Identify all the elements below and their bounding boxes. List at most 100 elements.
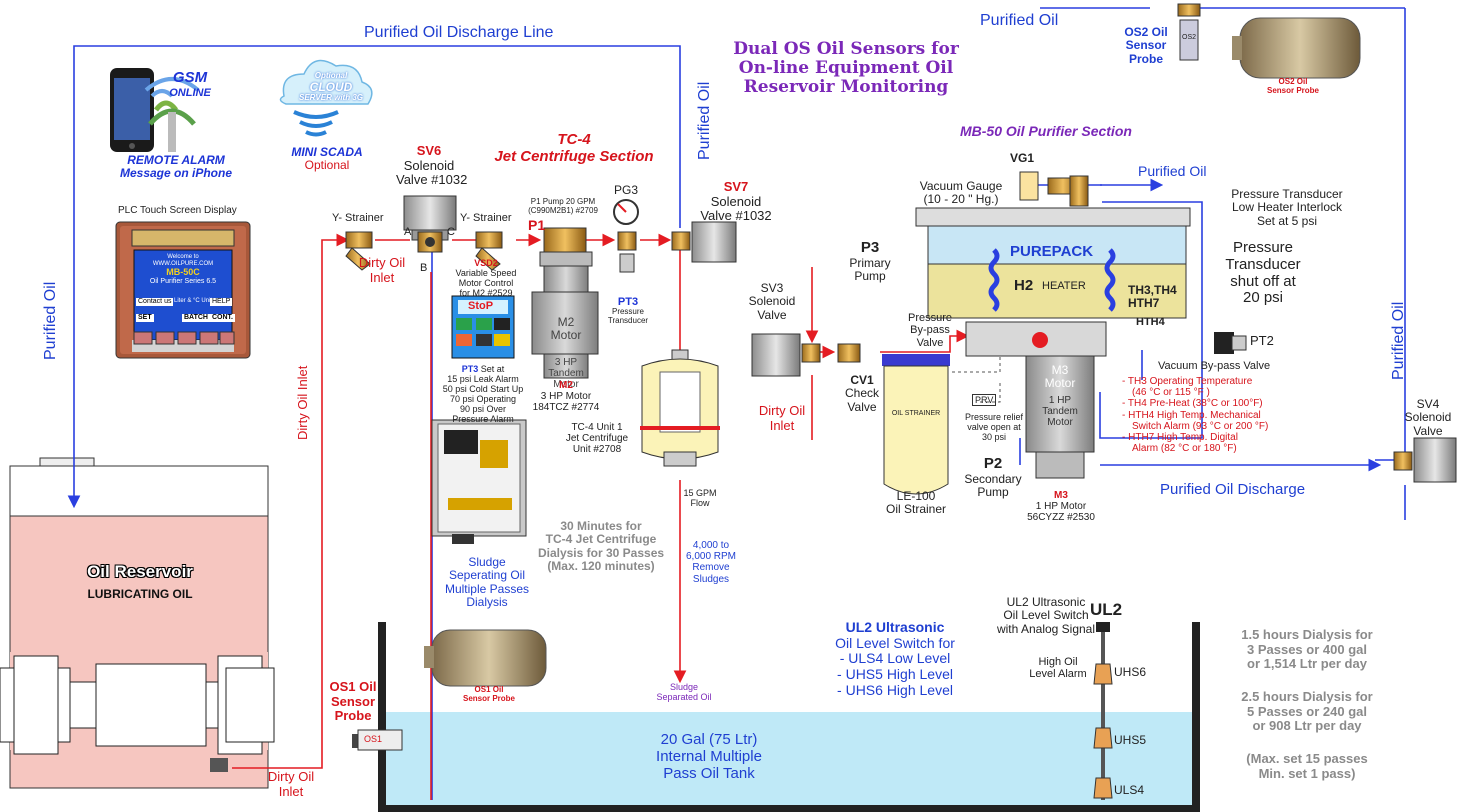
uls4-label: ULS4 [1114,783,1145,797]
vg1-tag: VG1 [1010,151,1035,165]
plc-contact-button[interactable]: Contact us [136,298,174,306]
pg3-tag: PG3 [614,183,639,197]
solenoid-valve-icon [403,195,457,253]
dirty-oil-inlet-vertical: Dirty Oil Inlet [295,365,310,440]
plc-touch-screen-icon [115,221,251,359]
purified-discharge-line-label: Purified Oil Discharge Line [364,24,554,41]
heater-label: HEATER [1042,280,1086,292]
sv6-port-b: B [420,262,428,274]
plc-liter-button[interactable]: Liter & °C Unit [174,298,213,304]
plc-set-button[interactable]: SET [136,314,154,322]
mini-scada-label: MINI SCADA Optional [291,145,363,173]
os2-probe-photo [1232,17,1361,79]
y-strainer-icon [345,231,503,271]
plc-batch-button[interactable]: BATCH [182,314,210,322]
strainer-body-label: OIL STRAINER [891,410,941,417]
vacuum-gauge-icon [1019,171,1089,207]
y-strainer-1-label: Y- Strainer [332,212,384,224]
oil-sensor-probe-icon [1177,3,1201,61]
vfd-large-icon [431,419,527,544]
stop-display: StoP [468,300,494,312]
pump-icon [531,227,599,379]
p1-pump-label: P1 Pump 20 GPM(C990M2B1) #2709 [528,197,598,215]
purified-oil-discharge-label: Purified Oil Discharge [1160,481,1306,498]
vfd-drive-icon [451,295,515,359]
sv6-port-c: C [447,226,455,238]
oil-strainer-icon [882,354,950,495]
pt2-icon [1214,332,1247,354]
plc-help-button[interactable]: HELP [210,298,233,306]
temperature-notes: - TH3 Operating Temperature(46 °C or 115… [1122,376,1269,455]
sv3-valve-icon [751,333,861,377]
sv4-valve-icon [1393,437,1457,483]
os1-probe-small [352,729,403,751]
dirty-oil-lines [232,233,1070,800]
purepack-icon [915,207,1191,357]
prv-box: PRV [972,394,997,407]
vacuum-bypass-label: Vacuum By-pass Valve [1158,360,1271,372]
purified-oil-right-label: Purified Oil [1390,301,1407,380]
os1-body-label: OS1 [364,734,383,744]
gsm-label: GSM ONLINE [169,69,211,99]
multi-pass-tank [378,622,1200,812]
uhs5-label: UHS5 [1114,733,1147,747]
sv7-valve-icon [671,221,737,263]
ul2-tag: UL2 [1090,600,1123,619]
motor-assembly [0,655,275,772]
prv-wiring [952,350,1001,403]
mb50-section-title: MB-50 Oil Purifier Section [960,123,1132,139]
os2-body-label: OS2 [1182,34,1197,41]
uhs6-label: UHS6 [1114,665,1147,679]
purified-oil-top-label: Purified Oil [980,12,1059,29]
cloud-icon [279,59,373,137]
h2-tag: H2 [1014,277,1034,294]
iphone-icon [110,68,200,152]
pressure-gauge-icon [613,199,639,273]
p1-tag: P1 [528,217,546,233]
plc-cont-button[interactable]: CONT. [210,314,235,322]
reservoir-title: Oil Reservoir [87,562,193,581]
level-switch-icon [1093,622,1113,800]
plc-label: PLC Touch Screen Display [118,205,237,216]
pt2-tag: PT2 [1250,333,1274,348]
purified-oil-left-label: Purified Oil [42,281,59,360]
vacuum-gauge-label: Vacuum Gauge(10 - 20 " Hg.) [919,179,1003,207]
